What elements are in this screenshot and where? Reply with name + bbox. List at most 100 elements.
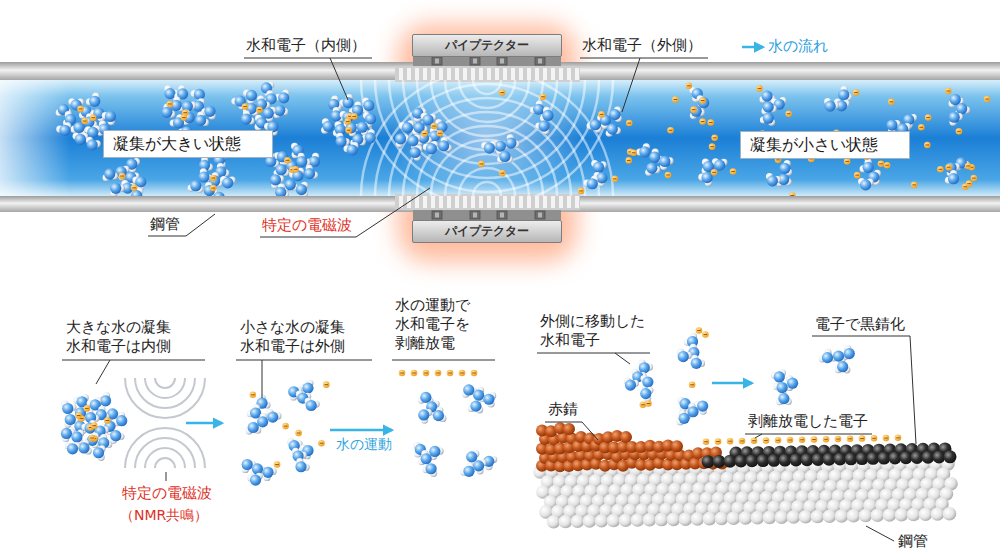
device-body bbox=[538, 59, 542, 64]
water-molecule bbox=[763, 101, 774, 112]
callout-label: （NMR共鳴） bbox=[120, 507, 208, 525]
water-molecule bbox=[779, 163, 790, 174]
electromagnetic-wave bbox=[417, 126, 557, 196]
hydrated-electron bbox=[713, 137, 717, 138]
hydrated-electron bbox=[211, 178, 215, 179]
hydrated-electron bbox=[274, 461, 281, 468]
hydrated-electron bbox=[423, 133, 427, 134]
leader-line bbox=[96, 360, 110, 384]
steel-pipe bbox=[0, 80, 70, 196]
hydrated-electron bbox=[210, 185, 217, 192]
hydrated-electron bbox=[926, 117, 930, 118]
device-body bbox=[439, 196, 443, 208]
steel-surface bbox=[931, 507, 945, 521]
hydrated-electron bbox=[785, 110, 792, 117]
water-molecule bbox=[426, 143, 437, 154]
electromagnetic-wave bbox=[403, 80, 571, 164]
water-molecule bbox=[357, 122, 368, 133]
water-molecule bbox=[347, 144, 358, 155]
hydrated-electron bbox=[883, 435, 890, 442]
water-molecule bbox=[421, 453, 432, 464]
device-body bbox=[559, 68, 563, 80]
device-body bbox=[535, 57, 545, 65]
water-molecule bbox=[774, 371, 785, 382]
water-molecule bbox=[771, 369, 786, 382]
hydrated-electron bbox=[91, 422, 98, 429]
water-molecule bbox=[276, 164, 287, 175]
steel-surface bbox=[799, 510, 813, 524]
black-rust bbox=[702, 442, 957, 468]
device-body bbox=[495, 196, 499, 208]
water-molecule bbox=[214, 192, 225, 196]
device-body bbox=[535, 196, 539, 208]
leader-line bbox=[866, 526, 894, 541]
water-molecule bbox=[73, 133, 89, 145]
water-molecule bbox=[763, 113, 774, 124]
water-molecule bbox=[787, 378, 798, 389]
device-body bbox=[503, 196, 507, 208]
hydrated-electron bbox=[704, 334, 708, 335]
device-body bbox=[407, 68, 411, 80]
hydrated-electron bbox=[799, 436, 806, 443]
device-body bbox=[399, 68, 403, 80]
water-molecule bbox=[68, 98, 84, 110]
steel-surface bbox=[607, 514, 621, 528]
water-molecule bbox=[252, 463, 263, 474]
hydrated-electron bbox=[985, 99, 989, 100]
water-molecule bbox=[473, 459, 486, 474]
hydrated-electron bbox=[845, 161, 849, 162]
hydrated-electron bbox=[423, 370, 430, 377]
arrows bbox=[186, 47, 763, 430]
hydrated-electron bbox=[730, 168, 737, 175]
hydrated-electron bbox=[499, 89, 506, 96]
leader-line bbox=[148, 214, 215, 236]
steel-surface bbox=[547, 515, 561, 529]
device-body bbox=[535, 68, 539, 80]
steel-surface bbox=[859, 509, 873, 523]
device-body bbox=[538, 213, 542, 218]
hydrated-electron bbox=[79, 108, 83, 109]
hydrated-electron bbox=[294, 169, 298, 170]
hydrated-electron bbox=[859, 435, 866, 442]
water-molecule bbox=[639, 146, 650, 157]
device-body bbox=[527, 68, 531, 80]
device-body bbox=[447, 68, 451, 80]
motion-arrow bbox=[712, 382, 752, 385]
water-molecule bbox=[609, 109, 620, 120]
water-molecule bbox=[321, 118, 334, 134]
water-cluster bbox=[858, 154, 890, 191]
water-molecule bbox=[67, 443, 78, 454]
hydrated-electron bbox=[756, 85, 763, 92]
water-molecule bbox=[636, 143, 650, 157]
hydrated-electron bbox=[256, 106, 263, 113]
hydrated-electron bbox=[885, 165, 889, 166]
hydrated-electron bbox=[836, 439, 840, 440]
red-rust bbox=[536, 422, 728, 472]
hydrated-electron bbox=[699, 118, 706, 125]
hydrated-electron bbox=[181, 114, 188, 121]
hydrated-electron bbox=[400, 373, 404, 374]
steel-surface bbox=[571, 514, 585, 528]
electromagnetic-wave bbox=[361, 80, 613, 196]
hydrated-electron bbox=[811, 436, 818, 443]
water-molecule bbox=[304, 168, 315, 179]
hydrated-electron bbox=[578, 188, 585, 195]
hydrated-electron bbox=[250, 391, 257, 398]
steel-surface bbox=[895, 508, 909, 522]
water-molecule bbox=[399, 120, 414, 133]
hydrated-electron bbox=[243, 106, 247, 107]
hydrated-electron bbox=[966, 165, 970, 166]
water-molecule bbox=[342, 97, 353, 108]
steel-surface bbox=[823, 509, 837, 523]
water-molecule bbox=[110, 183, 124, 196]
hydrated-electron bbox=[323, 381, 330, 388]
hydrated-electron bbox=[351, 113, 358, 120]
leader-line bbox=[260, 188, 430, 237]
device-plate: パイプテクター bbox=[412, 34, 562, 57]
red-rust bbox=[563, 423, 575, 435]
callout-label: 鋼管 bbox=[150, 215, 180, 234]
device-body bbox=[497, 211, 507, 219]
water-molecule bbox=[778, 393, 789, 404]
mechanism-left bbox=[125, 428, 205, 468]
water-molecule bbox=[61, 428, 72, 439]
